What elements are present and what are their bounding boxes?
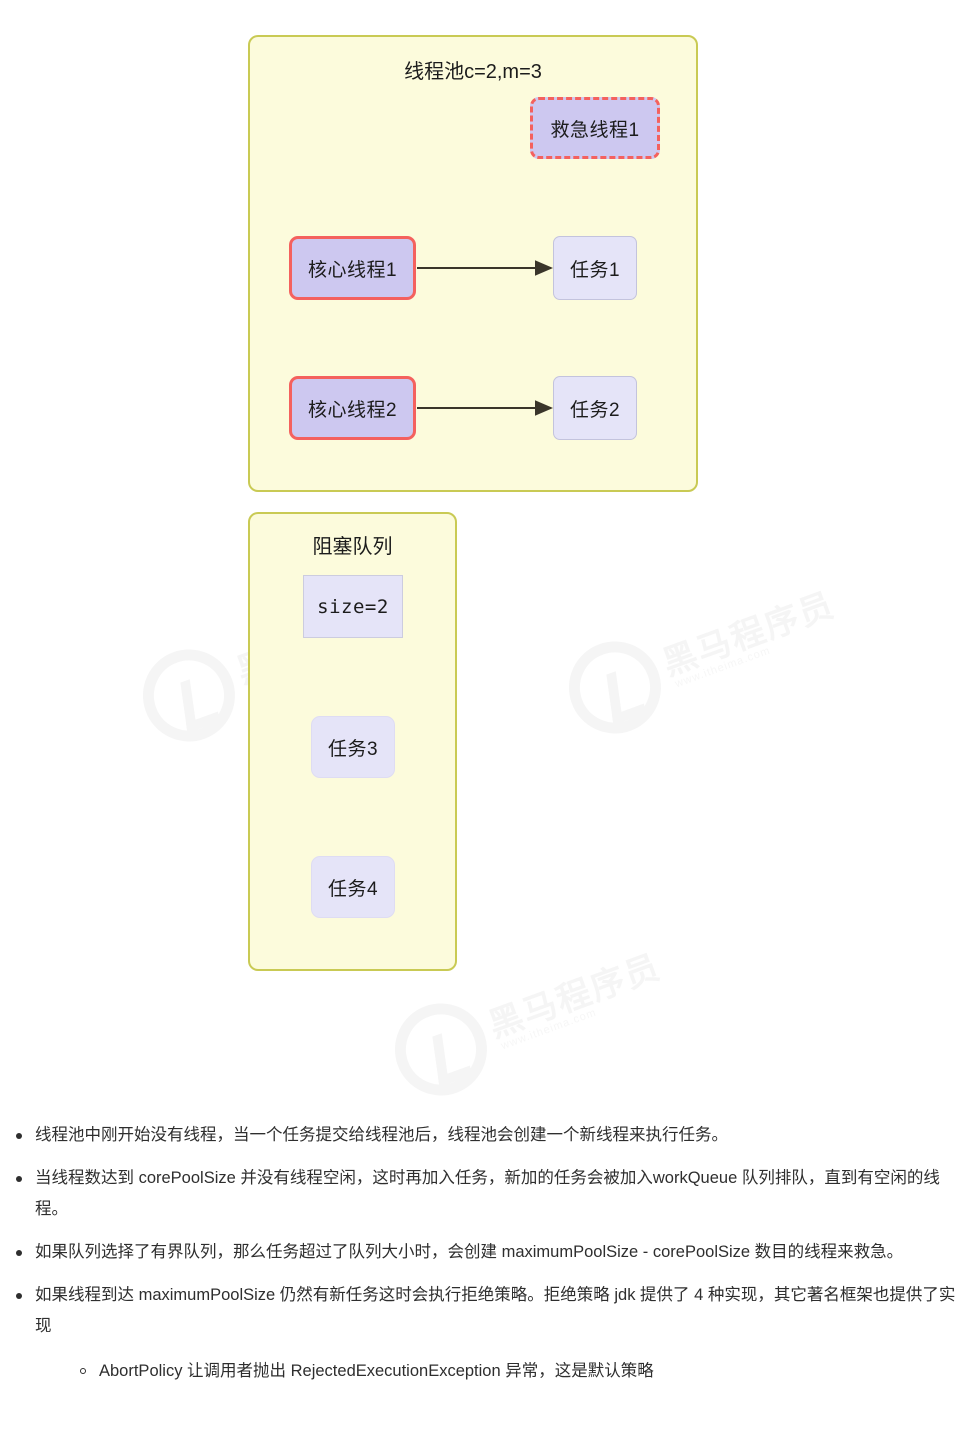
task-3-label: 任务3 xyxy=(327,738,379,760)
list-item: 如果线程到达 maximumPoolSize 仍然有新任务这时会执行拒绝策略。拒… xyxy=(0,1280,977,1387)
watermark-logo-icon xyxy=(130,636,248,755)
core-thread-1-label: 核心线程1 xyxy=(307,259,398,281)
list-item-text: 如果线程到达 maximumPoolSize 仍然有新任务这时会执行拒绝策略。拒… xyxy=(35,1286,956,1335)
list-item: 当线程数达到 corePoolSize 并没有线程空闲，这时再加入任务，新加的任… xyxy=(0,1163,977,1225)
task-4-label: 任务4 xyxy=(327,878,379,900)
task-3-node: 任务3 xyxy=(311,716,395,778)
nested-list: AbortPolicy 让调用者抛出 RejectedExecutionExce… xyxy=(35,1356,961,1387)
core-thread-1-node: 核心线程1 xyxy=(289,236,416,300)
notes-list: 线程池中刚开始没有线程，当一个任务提交给线程池后，线程池会创建一个新线程来执行任… xyxy=(0,1120,977,1399)
watermark-text: 黑马程序员 xyxy=(657,585,840,684)
watermark-logo-icon xyxy=(556,628,674,747)
watermark-text: 黑马程序员 xyxy=(483,947,666,1046)
queue-size-node: size=2 xyxy=(303,575,403,638)
nested-list-item: AbortPolicy 让调用者抛出 RejectedExecutionExce… xyxy=(35,1356,961,1387)
queue-size-label: size=2 xyxy=(317,595,389,618)
task-4-node: 任务4 xyxy=(311,856,395,918)
rescue-thread-1-node: 救急线程1 xyxy=(530,97,660,159)
watermark-subtext: www.itheima.com xyxy=(673,644,773,691)
watermark-logo-icon xyxy=(382,990,500,1109)
task-2-node: 任务2 xyxy=(553,376,637,440)
task-1-label: 任务1 xyxy=(569,259,621,281)
list-item: 线程池中刚开始没有线程，当一个任务提交给线程池后，线程池会创建一个新线程来执行任… xyxy=(0,1120,977,1151)
task-1-node: 任务1 xyxy=(553,236,637,300)
list-item: 如果队列选择了有界队列，那么任务超过了队列大小时，会创建 maximumPool… xyxy=(0,1237,977,1268)
rescue-thread-1-label: 救急线程1 xyxy=(550,119,640,141)
blocking-queue-title: 阻塞队列 xyxy=(312,536,393,558)
thread-pool-title: 线程池c=2,m=3 xyxy=(404,61,542,83)
watermark-subtext: www.itheima.com xyxy=(499,1006,599,1053)
core-thread-2-node: 核心线程2 xyxy=(289,376,416,440)
core-thread-2-label: 核心线程2 xyxy=(307,399,398,421)
task-2-label: 任务2 xyxy=(569,399,621,421)
